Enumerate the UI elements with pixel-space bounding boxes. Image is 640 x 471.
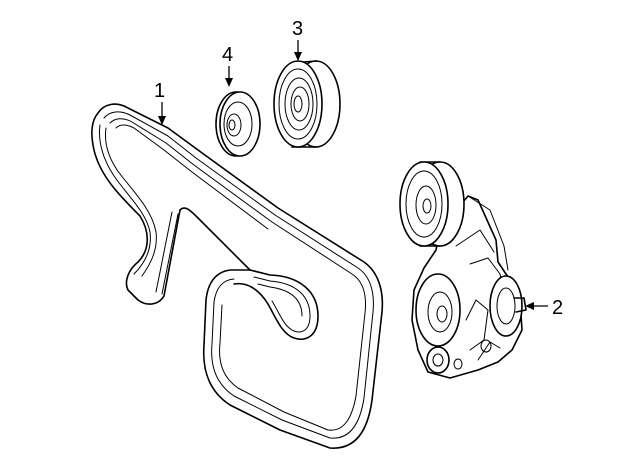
- callout-1: 1: [154, 80, 166, 125]
- callout-4: 4: [222, 44, 233, 87]
- callout-label: 1: [154, 80, 165, 102]
- serpentine-belt[interactable]: [91, 103, 384, 449]
- callout-label: 4: [222, 44, 233, 66]
- idler-pulley[interactable]: [273, 60, 341, 148]
- callout-3: 3: [292, 18, 303, 61]
- callout-label: 2: [552, 297, 563, 319]
- callout-label: 3: [292, 18, 303, 40]
- small-idler-pulley[interactable]: [215, 91, 261, 157]
- belt-tensioner-assembly[interactable]: [399, 161, 527, 379]
- callout-2: 2: [525, 297, 563, 319]
